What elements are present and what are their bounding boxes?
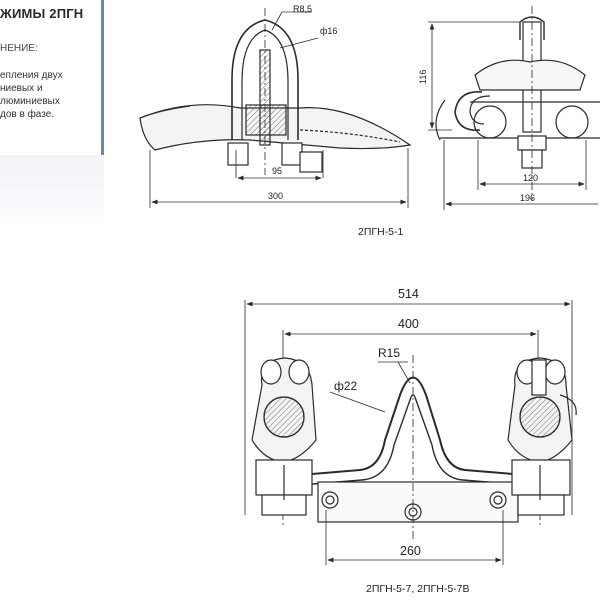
dim-95: 95 — [272, 166, 282, 176]
sidebar-accent-bar — [101, 0, 104, 155]
top-right-view — [428, 6, 600, 210]
sidebar-panel: ЖИМЫ 2ПГН НЕНИЕ: епления двух ниевых и л… — [0, 0, 103, 155]
dim-514: 514 — [398, 287, 419, 301]
caption-bottom: 2ПГН-5-7, 2ПГН-5-7В — [366, 583, 470, 595]
sidebar-title: ЖИМЫ 2ПГН — [0, 6, 84, 21]
sidebar-shadow — [0, 150, 104, 230]
dim-r85: R8,5 — [293, 4, 312, 14]
sidebar-line-1: епления двух — [0, 70, 63, 81]
dim-300: 300 — [268, 191, 283, 201]
sidebar-line-2: ниевых и — [0, 83, 43, 94]
dim-phi16: ф16 — [320, 26, 337, 36]
dim-phi22: ф22 — [334, 379, 358, 393]
dim-400: 400 — [398, 317, 419, 331]
dim-116: 116 — [418, 70, 428, 84]
dim-120: 120 — [523, 173, 538, 183]
bottom-view — [244, 300, 577, 565]
top-left-view — [139, 8, 412, 208]
caption-top: 2ПГН-5-1 — [358, 226, 404, 238]
sidebar-line-4: дов в фазе. — [0, 109, 55, 120]
sidebar-line-3: люминиевых — [0, 96, 60, 107]
dim-260: 260 — [400, 544, 421, 558]
sidebar-subtitle: НЕНИЕ: — [0, 43, 38, 54]
dim-r15: R15 — [378, 346, 400, 360]
dim-196: 196 — [520, 193, 535, 203]
